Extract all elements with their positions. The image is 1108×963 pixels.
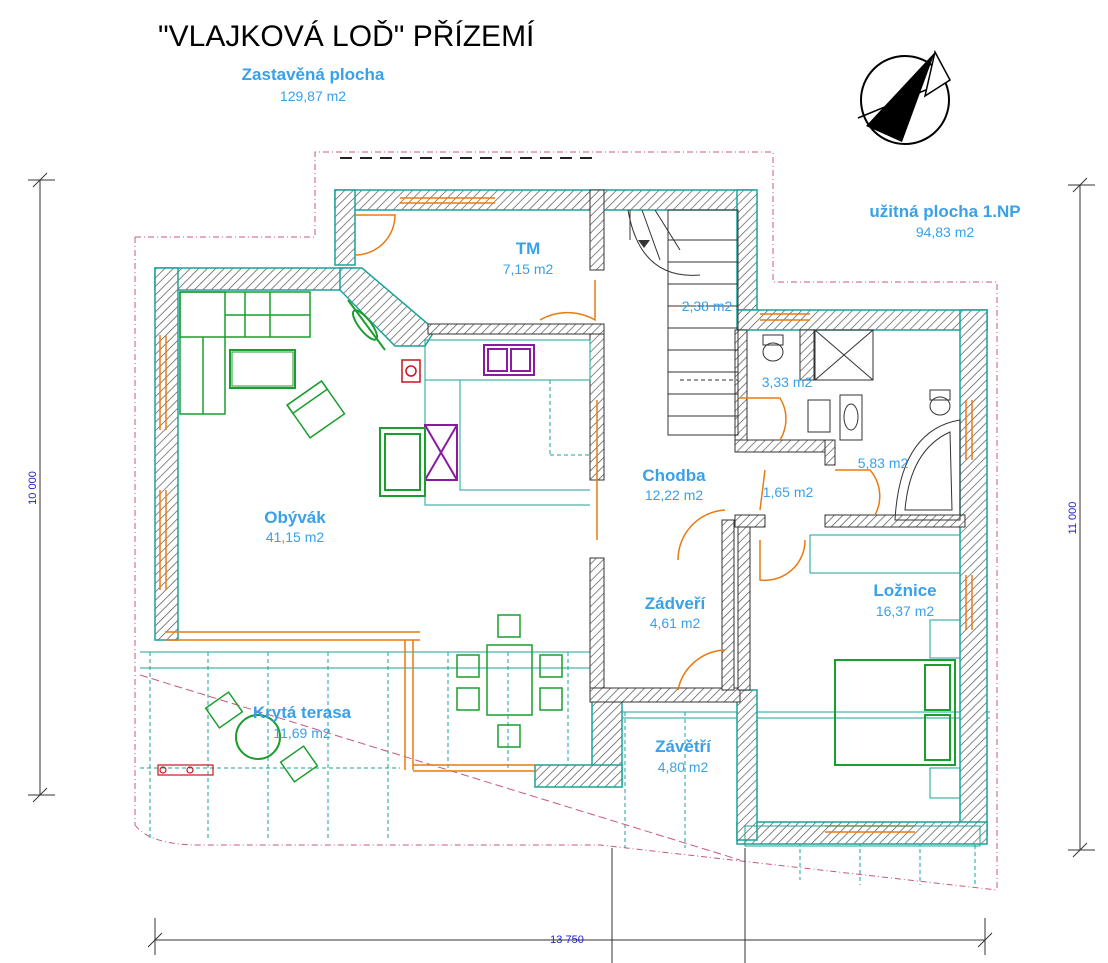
bed-icon: [834, 659, 956, 766]
room-hall-small-area: 1,65 m2: [763, 484, 814, 500]
toilet-icon: [762, 334, 784, 362]
room-zavetri-name: Závětří: [655, 737, 712, 756]
room-tm-area: 7,15 m2: [503, 261, 554, 277]
dimension-bottom: 13 750: [550, 934, 584, 946]
wardrobe: [809, 534, 961, 574]
nightstand: [929, 767, 961, 799]
roof-outline: [134, 151, 998, 891]
terrace-diagonal: [139, 674, 741, 861]
room-loznice-name: Ložnice: [873, 581, 936, 600]
bedroom-window-sill: [744, 825, 981, 847]
toilet-icon: [929, 389, 951, 416]
terrace-chair-icon: [279, 745, 319, 783]
room-zadveri-name: Zádveří: [645, 594, 707, 613]
windows: [159, 197, 973, 833]
cooktop-icon: [424, 424, 458, 481]
kitchen-sink-icon: [483, 344, 535, 376]
dimension-left: 10 000: [27, 471, 39, 505]
dimension-right: 11 000: [1067, 502, 1079, 535]
doors: [354, 214, 881, 691]
room-zadveri-area: 4,61 m2: [650, 615, 701, 631]
dining-table-icon: [456, 614, 563, 748]
nightstand: [929, 619, 961, 659]
staircase: [627, 209, 739, 436]
coffee-table-inner: [231, 351, 294, 387]
exterior-walls: [154, 189, 988, 845]
interior-walls: [427, 189, 966, 703]
room-chodba-name: Chodba: [642, 466, 706, 485]
stair-arrow-icon: [638, 240, 650, 248]
room-stairs-area: 2,38 m2: [682, 298, 733, 314]
terrace-dashed-lines: [140, 652, 976, 885]
armchair-icon: [286, 379, 346, 439]
built-area-label: Zastavěná plocha: [242, 65, 385, 84]
north-arrow-icon: [857, 49, 951, 145]
room-wc-area: 3,33 m2: [762, 374, 813, 390]
kitchen-counters: [424, 339, 591, 506]
terrace-chair-icon: [204, 691, 244, 729]
terrace-outline: [140, 651, 990, 719]
washbasin-icon: [807, 394, 863, 441]
room-chodba-area: 12,22 m2: [645, 487, 704, 503]
room-obyvak-name: Obývák: [264, 508, 326, 527]
sofa-icon: [179, 291, 311, 415]
terrace-table-icon: [235, 714, 281, 760]
coffee-table: [229, 349, 296, 389]
shower-icon: [814, 329, 874, 381]
room-zavetri-area: 4,80 m2: [658, 759, 709, 775]
fireplace-icon: [379, 427, 426, 497]
usable-area-value: 94,83 m2: [916, 224, 975, 240]
room-tm-name: TM: [516, 239, 541, 258]
room-obyvak-area: 41,15 m2: [266, 529, 325, 545]
room-loznice-area: 16,37 m2: [876, 603, 935, 619]
plan-title: "VLAJKOVÁ LOĎ" PŘÍZEMÍ: [158, 20, 535, 53]
bathtub-icon: [894, 419, 961, 521]
chimney-icon: [401, 359, 421, 383]
room-bath-area: 5,83 m2: [858, 455, 909, 471]
room-terasa-area: 11,69 m2: [273, 725, 331, 741]
grill-icon: [157, 764, 214, 776]
usable-area-label: užitná plocha 1.NP: [869, 202, 1020, 221]
built-area-value: 129,87 m2: [280, 88, 346, 104]
tv-icon: [347, 299, 386, 351]
dimension-lines: [28, 172, 1095, 963]
room-terasa-name: Krytá terasa: [253, 703, 352, 722]
